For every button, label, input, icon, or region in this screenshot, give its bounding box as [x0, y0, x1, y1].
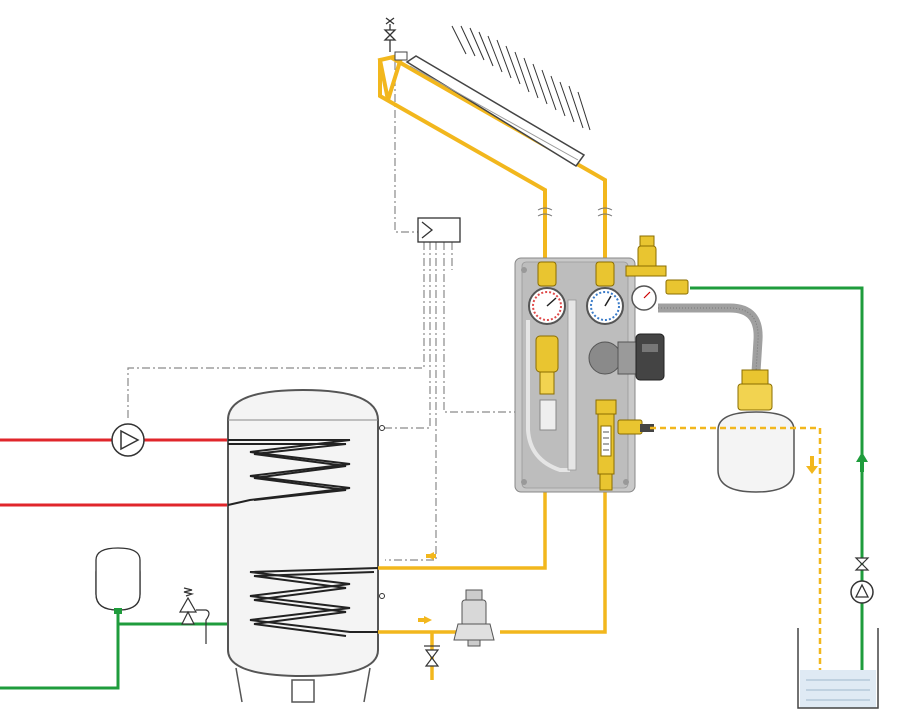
upper-heat-exchanger-coil [227, 439, 351, 506]
solar-collector [377, 51, 607, 262]
flow-meter-icon [600, 425, 612, 457]
lower-heat-exchanger-coil [249, 567, 379, 637]
solar-expansion-vessel-icon [717, 369, 795, 493]
air-vent-valve-icon [383, 17, 397, 52]
circulation-pump-icon [111, 423, 145, 457]
station-safety-group [617, 235, 689, 435]
storage-tank-icon [227, 388, 379, 703]
pressure-gauge-icon [586, 287, 624, 325]
flexible-hose-ribs [658, 307, 759, 373]
hot-water-pipes [0, 438, 228, 507]
solar-circulation-pump [588, 333, 665, 381]
safety-valve-icon [178, 587, 210, 644]
flow-column [535, 261, 559, 395]
solar-collector-icon [405, 55, 586, 168]
expansion-vessel-icon [95, 547, 141, 614]
dirt-separator-icon [453, 589, 495, 647]
fluid-container-icon [797, 628, 879, 709]
tank-sensor-ports [379, 425, 385, 599]
thermometer-icon [528, 287, 566, 325]
sensor-lines [127, 62, 515, 561]
controller-icon [417, 217, 461, 243]
flow-arrow-icon [418, 456, 818, 624]
filling-valve-icon [854, 557, 870, 571]
pipe-break-marks [537, 207, 613, 217]
flexible-hose [658, 303, 763, 373]
discharge-line [650, 426, 822, 680]
filling-pump-icon [850, 580, 874, 604]
drain-valve-icon [424, 645, 440, 667]
sunlight-rays-icon [451, 25, 591, 131]
cold-flow-arrow [856, 452, 868, 472]
